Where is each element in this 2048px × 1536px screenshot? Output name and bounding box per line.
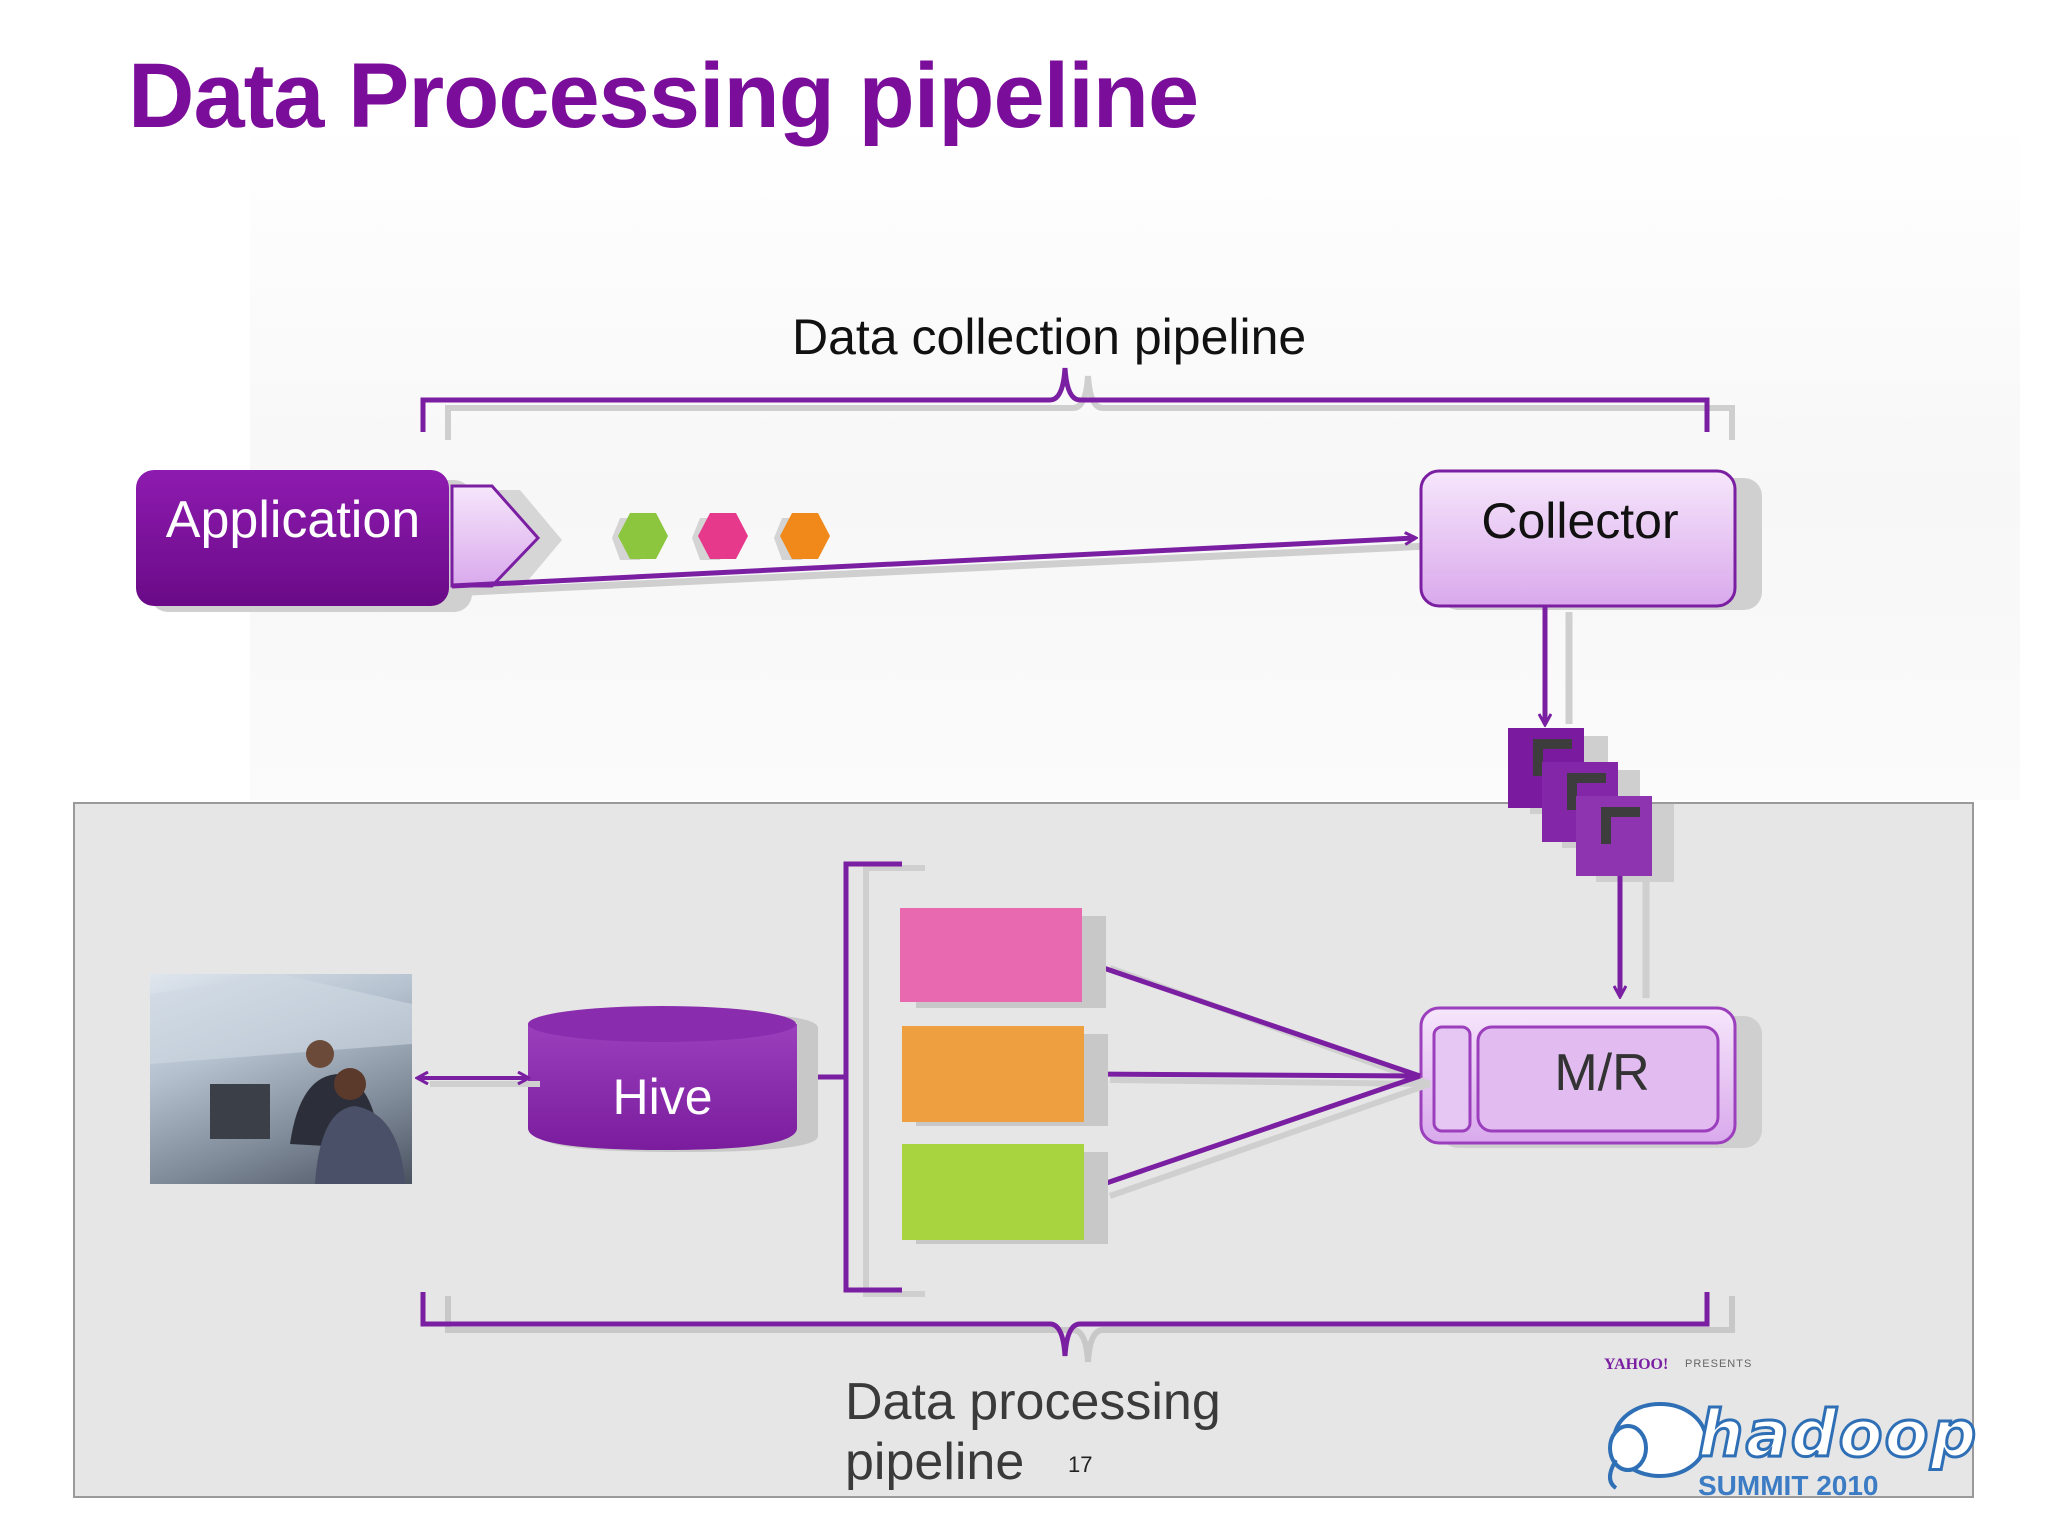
app-to-collector-arrow — [451, 538, 1415, 589]
processing-bracket — [420, 1292, 1710, 1357]
flow-line-shadow — [469, 542, 1429, 596]
processing-label-line2: pipeline — [845, 1433, 1025, 1491]
file-2-corner — [1567, 773, 1606, 810]
mr-inner-box — [1476, 1025, 1720, 1133]
mr-label: M/R — [1554, 1044, 1650, 1102]
slide-title: Data Processing pipeline — [128, 45, 1199, 147]
collector-label: Collector — [1481, 493, 1679, 549]
mr-to-green-table-arrow — [1086, 1073, 1421, 1190]
mr-to-pink-table-arrow — [1086, 962, 1421, 1079]
collector-box — [1419, 469, 1737, 608]
hive-cylinder — [528, 1006, 818, 1152]
hive-top — [528, 1006, 796, 1042]
mr-inner-handle — [1432, 1025, 1472, 1133]
hadoop-logo-text: hadoop — [1696, 1397, 1979, 1474]
yahoo-logo-text: YAHOO! — [1604, 1356, 1669, 1373]
event-hexagon-pink — [698, 513, 748, 559]
slide-background — [250, 120, 2020, 800]
application-arrow — [450, 484, 541, 588]
application-label: Application — [165, 491, 421, 549]
tables-bracket-shadow — [863, 865, 925, 1297]
file-3-corner — [1601, 807, 1640, 844]
event-hexagon-green — [618, 513, 668, 559]
mr-to-tables-arrows — [1086, 962, 1432, 1199]
hadoop-elephant-icon — [1608, 1402, 1708, 1490]
mr-to-orange-table-arrow — [1086, 1074, 1421, 1076]
file-stack — [1508, 728, 1674, 882]
table-pink — [900, 908, 1082, 1002]
presents-text: PRESENTS — [1685, 1358, 1753, 1370]
hive-label: Hive — [612, 1069, 713, 1125]
arrow-shadow — [1109, 1081, 1431, 1199]
file-1-corner — [1533, 739, 1572, 776]
collection-bracket — [420, 367, 1710, 432]
business-people-photo — [150, 974, 412, 1184]
arrow-shadow — [1109, 1077, 1431, 1087]
hive-body — [528, 1024, 797, 1150]
page-number: 17 — [1068, 1452, 1093, 1477]
data-collection-pipeline-label: Data collection pipeline — [792, 309, 1307, 365]
table-orange — [902, 1026, 1084, 1122]
collection-bracket-shadow — [445, 375, 1735, 440]
table-green — [902, 1144, 1084, 1240]
data-processing-pipeline-label: Data processing pipeline — [845, 1372, 1265, 1492]
processing-label-line1: Data processing — [845, 1373, 1221, 1431]
summit-2010-text: SUMMIT 2010 — [1698, 1470, 1879, 1501]
event-hexagon-orange — [780, 513, 830, 559]
processing-bracket-shadow — [445, 1296, 1735, 1363]
application-box — [136, 470, 449, 606]
